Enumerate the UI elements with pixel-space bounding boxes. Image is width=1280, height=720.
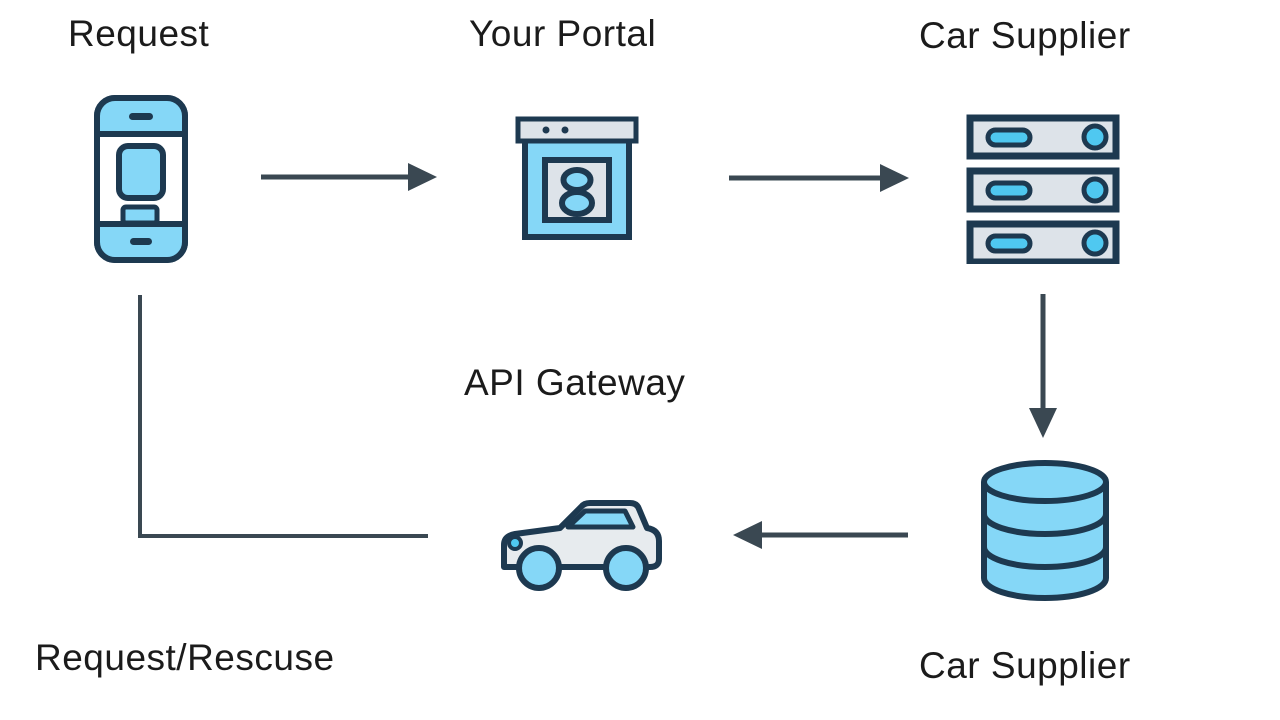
server-unit	[966, 114, 1120, 160]
arrow-database-to-car	[733, 521, 908, 549]
label-your-portal: Your Portal	[469, 13, 657, 54]
portal-user-body	[559, 189, 595, 217]
request-phone-node	[93, 94, 189, 264]
phone-app-screen	[116, 143, 166, 201]
portal-user-head	[560, 167, 594, 193]
browser-window-icon	[515, 116, 639, 240]
window-dot	[542, 126, 550, 134]
your-portal-node	[515, 116, 639, 242]
label-request-rescuse: Request/Rescuse	[35, 637, 335, 678]
database-band	[981, 513, 1109, 538]
car-headlight	[507, 535, 523, 551]
database-band	[981, 546, 1109, 571]
smartphone-icon	[94, 95, 188, 263]
database-icon	[981, 460, 1109, 602]
server-stack-icon	[966, 114, 1120, 264]
label-car-supplier-top: Car Supplier	[919, 15, 1131, 56]
server-unit	[966, 220, 1120, 264]
car-supplier-servers-node	[964, 112, 1122, 264]
car-wheel	[603, 545, 649, 591]
phone-home-button	[130, 238, 152, 245]
car-supplier-database-node	[979, 458, 1111, 602]
label-api-gateway: API Gateway	[464, 362, 686, 403]
server-unit	[966, 167, 1120, 213]
car-icon	[501, 500, 662, 591]
window-dot	[561, 126, 569, 134]
car-wheel	[516, 545, 562, 591]
return-line-car-to-phone	[138, 295, 428, 538]
arrow-portal-to-servers	[729, 164, 909, 192]
api-gateway-car-node	[486, 489, 668, 593]
arrow-servers-to-database	[1029, 294, 1057, 438]
label-request: Request	[68, 13, 210, 54]
arrow-request-to-portal	[261, 163, 437, 191]
car-window	[565, 508, 636, 530]
phone-app-bar	[120, 204, 160, 226]
phone-speaker	[129, 113, 153, 120]
label-car-supplier-bottom: Car Supplier	[919, 645, 1131, 686]
